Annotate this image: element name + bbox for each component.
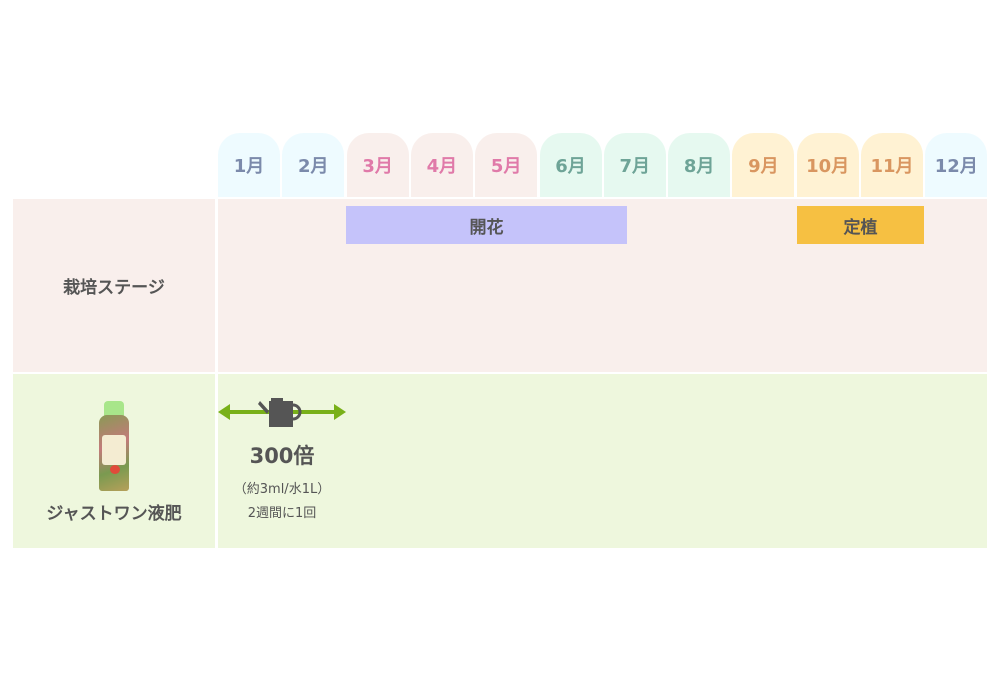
month-header-11: 11月 — [861, 133, 923, 197]
stage-label: 栽培ステージ — [63, 278, 165, 298]
fertilizer-label: ジャストワン液肥 — [46, 503, 182, 524]
stage-bar-flowering: 開花 — [346, 206, 627, 244]
month-header-2: 2月 — [282, 133, 345, 197]
dilution-amount: （約3ml/水1L） — [233, 482, 331, 497]
watering-can-icon — [258, 398, 302, 427]
flowering-label: 開花 — [469, 217, 504, 238]
month-header-3: 3月 — [346, 133, 409, 197]
month-header-12: 12月 — [925, 133, 988, 197]
dilution-rate: 300倍 — [249, 444, 315, 468]
stage-bar-planting: 定植 — [797, 206, 924, 244]
month-header-9: 9月 — [732, 133, 795, 197]
planting-label: 定植 — [843, 217, 878, 238]
fertilizer-row-area — [218, 374, 987, 548]
month-header-6: 6月 — [539, 133, 602, 197]
month-header-8: 8月 — [668, 133, 731, 197]
month-header-5: 5月 — [475, 133, 538, 197]
month-header-4: 4月 — [410, 133, 473, 197]
application-frequency: 2週間に1回 — [247, 506, 317, 521]
fertilizer-row-label: ジャストワン液肥 — [13, 374, 215, 548]
fertilizer-bottle-image — [98, 400, 130, 491]
month-header-1: 1月 — [218, 133, 280, 197]
month-header-7: 7月 — [603, 133, 666, 197]
stage-row-label: 栽培ステージ — [13, 199, 215, 372]
month-header-10: 10月 — [796, 133, 859, 197]
